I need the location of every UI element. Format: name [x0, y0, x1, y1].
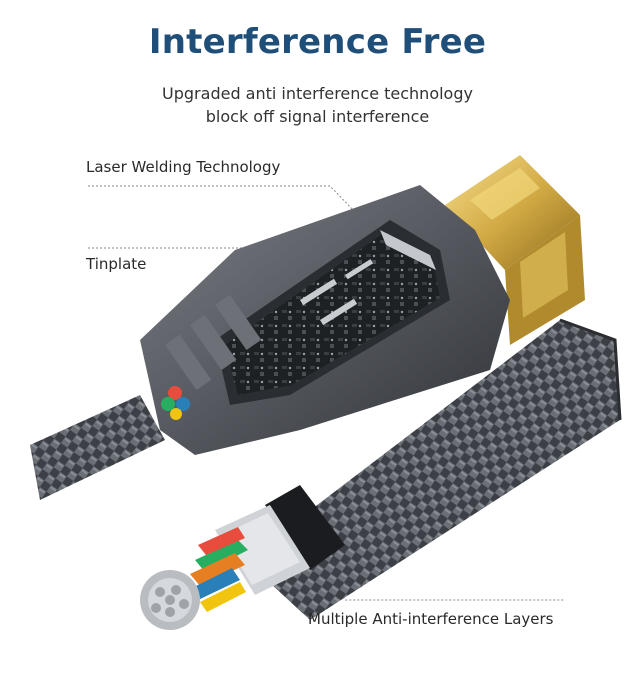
black-jacket-ring — [265, 485, 345, 570]
laser-leader-line — [88, 185, 356, 213]
inner-conductors — [188, 527, 248, 612]
anti-interference-layers-label: Multiple Anti-interference Layers — [308, 610, 554, 628]
silver-strand-bundle — [140, 570, 200, 630]
left-braided-cable — [30, 395, 165, 500]
subtitle-line-2: block off signal interference — [205, 107, 430, 126]
tinplate-label: Tinplate — [86, 255, 147, 273]
subtitle-line-1: Upgraded anti interference technology — [162, 84, 473, 103]
connector-housing — [140, 185, 510, 455]
page-title: Interference Free — [148, 22, 487, 62]
laser-welding-label: Laser Welding Technology — [86, 158, 281, 176]
